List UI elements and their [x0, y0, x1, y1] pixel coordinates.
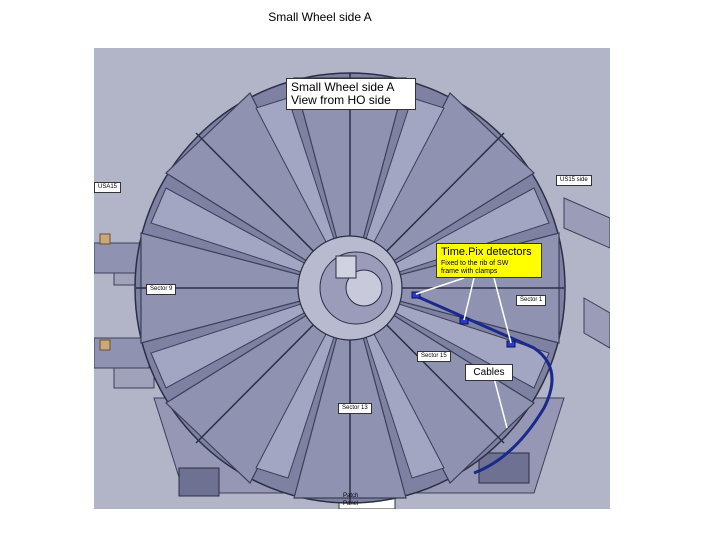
usa-right-label: US15 side: [556, 175, 592, 186]
timepix-note-line2: frame with clamps: [441, 267, 498, 275]
right-foot: [478, 452, 530, 484]
hub-bore: [345, 269, 383, 307]
view-title-line1: Small Wheel side A: [291, 80, 395, 94]
small-wedge-6: [150, 287, 351, 389]
callout-pointers: [415, 277, 512, 429]
left-clamp-lower: [99, 339, 111, 351]
timepix-callout: Time.Pix detectors Fixed to the rib of S…: [436, 243, 542, 279]
timepix-title: Time.Pix detectors: [441, 246, 532, 258]
small-wedge-8: [255, 97, 351, 289]
right-rail-lower: [583, 297, 610, 349]
usa-left-label: USA15: [94, 182, 122, 193]
small-wedge-3: [349, 287, 550, 389]
left-clamp: [99, 233, 111, 245]
view-title-callout: Small Wheel side A View from HO side: [286, 78, 416, 111]
patch-panel-line2: Panel: [343, 500, 359, 507]
slide-title: Small Wheel side A: [268, 10, 372, 24]
left-support-cylinder-lower: [113, 367, 155, 389]
patch-panel-label: Patch Panel: [343, 493, 358, 509]
sector-9-label: Sector 9: [146, 284, 177, 295]
cables-label: Cables: [465, 364, 513, 381]
hub-key: [335, 255, 357, 279]
timepix-note-line1: Fixed to the rib of SW: [441, 260, 509, 268]
timepix-detector-1: [411, 291, 421, 299]
right-rail: [563, 197, 610, 249]
small-wedge-1: [349, 97, 445, 289]
sector-13-label: Sector 13: [338, 403, 372, 414]
large-wedges: [140, 77, 560, 499]
small-wedge-4: [349, 287, 445, 479]
small-wedge-5: [255, 287, 351, 479]
small-wedge-7: [150, 187, 351, 289]
sector-15-label: Sector 15: [417, 351, 451, 362]
sector-1-label: Sector 1: [516, 295, 547, 306]
patch-panel-line1: Patch: [343, 493, 359, 499]
wheel-drawing: [94, 72, 610, 509]
left-foot: [178, 467, 220, 497]
cad-view: [94, 48, 610, 509]
view-title-line2: View from HO side: [291, 93, 391, 108]
cable-path: [415, 294, 554, 475]
small-wedges: [150, 97, 550, 479]
